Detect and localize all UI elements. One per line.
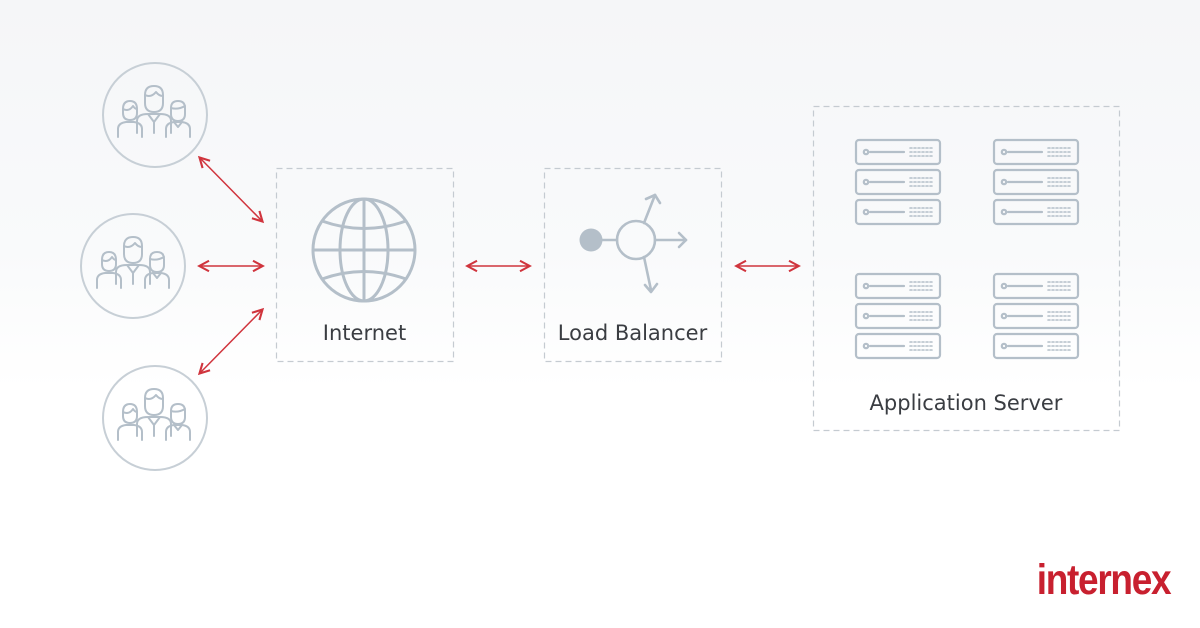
load-balancer-label: Load Balancer — [557, 321, 708, 345]
arrow-users-top-internet — [197, 155, 265, 224]
server-rack-icon — [856, 274, 940, 358]
server-rack-icon — [856, 140, 940, 224]
user-group-top — [102, 62, 208, 168]
internex-logo: internex — [1036, 556, 1171, 604]
users-group-icon — [118, 389, 190, 440]
user-group-middle — [80, 213, 186, 319]
arrow-users-bottom-internet — [197, 307, 265, 376]
load-balancer-box — [543, 167, 723, 363]
internet-box — [275, 167, 455, 363]
users-group-icon — [118, 86, 190, 137]
server-grid — [856, 140, 1078, 358]
app-server-box — [812, 105, 1121, 432]
server-rack-icon — [994, 274, 1078, 358]
internet-label: Internet — [322, 321, 407, 345]
load-balancer-icon — [579, 193, 688, 294]
globe-icon — [311, 197, 417, 303]
user-group-bottom — [102, 365, 208, 471]
users-group-icon — [97, 237, 169, 288]
server-rack-icon — [994, 140, 1078, 224]
app-server-label: Application Server — [869, 391, 1063, 415]
